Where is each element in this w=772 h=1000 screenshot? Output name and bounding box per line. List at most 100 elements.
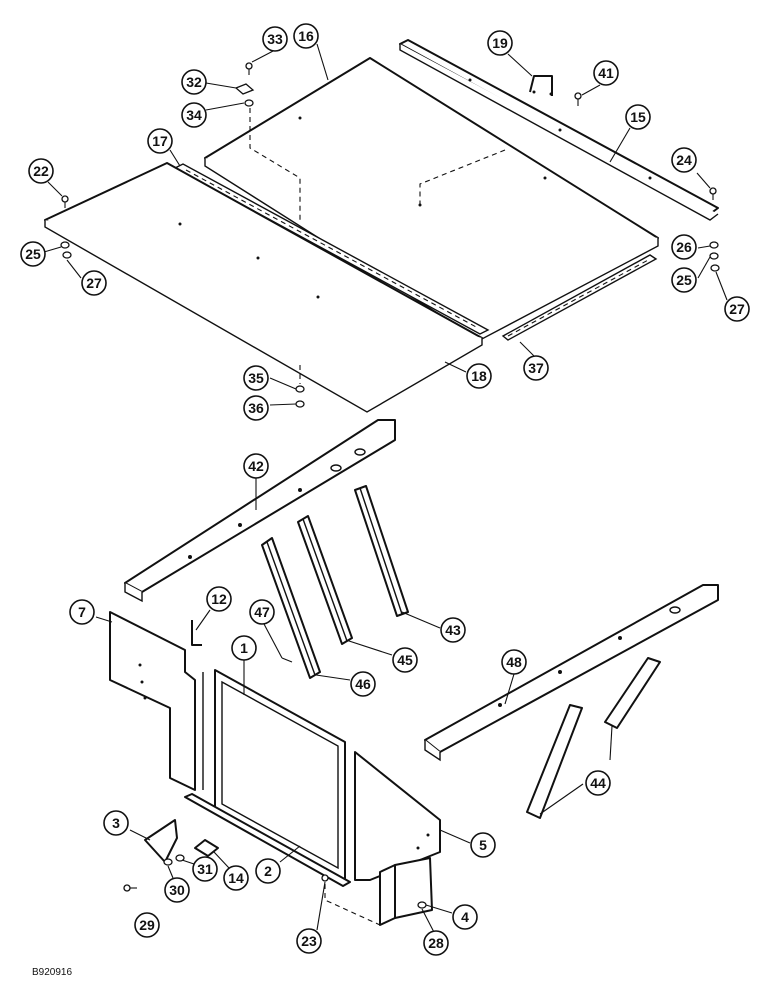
svg-text:37: 37 bbox=[528, 360, 544, 376]
callout-36: 36 bbox=[243, 395, 269, 421]
svg-text:29: 29 bbox=[139, 917, 155, 933]
callout-44: 44 bbox=[585, 770, 611, 796]
callout-43: 43 bbox=[440, 617, 466, 643]
svg-text:34: 34 bbox=[186, 107, 202, 123]
rail-48 bbox=[424, 584, 719, 762]
svg-text:1: 1 bbox=[240, 640, 248, 656]
hook-12 bbox=[191, 620, 202, 646]
callout-27-left: 27 bbox=[81, 270, 107, 296]
assembly-lines-top bbox=[249, 108, 506, 384]
callout-28: 28 bbox=[423, 930, 449, 956]
svg-text:14: 14 bbox=[228, 870, 244, 886]
svg-text:19: 19 bbox=[492, 35, 508, 51]
svg-text:12: 12 bbox=[211, 591, 227, 607]
channel-15 bbox=[399, 39, 719, 221]
callout-4: 4 bbox=[452, 904, 478, 930]
leader-lines bbox=[43, 43, 728, 939]
svg-text:18: 18 bbox=[471, 368, 487, 384]
callout-48: 48 bbox=[501, 649, 527, 675]
callout-30: 30 bbox=[164, 877, 190, 903]
svg-text:28: 28 bbox=[428, 935, 444, 951]
callout-27-right: 27 bbox=[724, 296, 750, 322]
panel-18 bbox=[44, 162, 483, 413]
svg-text:42: 42 bbox=[248, 458, 264, 474]
svg-text:23: 23 bbox=[301, 933, 317, 949]
svg-text:25: 25 bbox=[676, 272, 692, 288]
rail-42 bbox=[124, 419, 396, 603]
svg-text:5: 5 bbox=[479, 837, 487, 853]
callout-2: 2 bbox=[255, 858, 281, 884]
callout-12: 12 bbox=[206, 586, 232, 612]
hardware-bottom bbox=[123, 854, 427, 909]
callout-35: 35 bbox=[243, 365, 269, 391]
svg-text:45: 45 bbox=[397, 652, 413, 668]
svg-text:4: 4 bbox=[461, 909, 469, 925]
svg-text:15: 15 bbox=[630, 109, 646, 125]
svg-text:24: 24 bbox=[676, 152, 692, 168]
callout-29: 29 bbox=[134, 912, 160, 938]
callout-1: 1 bbox=[231, 635, 257, 661]
callout-41: 41 bbox=[593, 60, 619, 86]
drawing-id: B920916 bbox=[32, 967, 72, 978]
svg-text:32: 32 bbox=[186, 74, 202, 90]
callout-45: 45 bbox=[392, 647, 418, 673]
svg-text:17: 17 bbox=[152, 133, 168, 149]
callout-5: 5 bbox=[470, 832, 496, 858]
strap-2 bbox=[184, 793, 351, 887]
pin-47 bbox=[281, 657, 293, 663]
bracket-3 bbox=[144, 819, 178, 863]
callout-14: 14 bbox=[223, 865, 249, 891]
callout-24: 24 bbox=[671, 147, 697, 173]
assembly-lines-bottom bbox=[324, 882, 381, 926]
brace-45 bbox=[297, 515, 353, 645]
callout-7: 7 bbox=[69, 599, 95, 625]
svg-text:44: 44 bbox=[590, 775, 606, 791]
svg-text:26: 26 bbox=[676, 239, 692, 255]
svg-text:41: 41 bbox=[598, 65, 614, 81]
callout-26: 26 bbox=[671, 234, 697, 260]
svg-text:25: 25 bbox=[25, 246, 41, 262]
callout-17: 17 bbox=[147, 128, 173, 154]
handle-19 bbox=[529, 75, 553, 96]
svg-text:31: 31 bbox=[197, 861, 213, 877]
callout-3: 3 bbox=[103, 810, 129, 836]
brace-44 bbox=[526, 657, 661, 819]
callout-31: 31 bbox=[192, 856, 218, 882]
side-panel-7 bbox=[109, 611, 196, 791]
svg-text:35: 35 bbox=[248, 370, 264, 386]
svg-text:36: 36 bbox=[248, 400, 264, 416]
brace-46 bbox=[261, 537, 321, 679]
callout-47: 47 bbox=[249, 599, 275, 625]
svg-text:16: 16 bbox=[298, 28, 314, 44]
panel-16 bbox=[204, 57, 659, 341]
strip-17 bbox=[173, 163, 490, 335]
callout-34: 34 bbox=[181, 102, 207, 128]
svg-text:7: 7 bbox=[78, 604, 86, 620]
svg-text:33: 33 bbox=[267, 31, 283, 47]
callout-19: 19 bbox=[487, 30, 513, 56]
callout-37: 37 bbox=[523, 355, 549, 381]
svg-text:27: 27 bbox=[729, 301, 745, 317]
svg-text:43: 43 bbox=[445, 622, 461, 638]
callout-25-left: 25 bbox=[20, 241, 46, 267]
svg-text:2: 2 bbox=[264, 863, 272, 879]
callout-42: 42 bbox=[243, 453, 269, 479]
callout-33: 33 bbox=[262, 26, 288, 52]
callout-23: 23 bbox=[296, 928, 322, 954]
svg-text:30: 30 bbox=[169, 882, 185, 898]
callout-46: 46 bbox=[350, 671, 376, 697]
svg-text:3: 3 bbox=[112, 815, 120, 831]
callout-32: 32 bbox=[181, 69, 207, 95]
callout-18: 18 bbox=[466, 363, 492, 389]
bracket-4 bbox=[379, 857, 433, 926]
callout-22: 22 bbox=[28, 158, 54, 184]
svg-text:47: 47 bbox=[254, 604, 270, 620]
svg-text:46: 46 bbox=[355, 676, 371, 692]
callout-25-right: 25 bbox=[671, 267, 697, 293]
brace-43 bbox=[354, 485, 409, 617]
svg-text:48: 48 bbox=[506, 654, 522, 670]
svg-text:27: 27 bbox=[86, 275, 102, 291]
callout-16: 16 bbox=[293, 23, 319, 49]
svg-text:22: 22 bbox=[33, 163, 49, 179]
